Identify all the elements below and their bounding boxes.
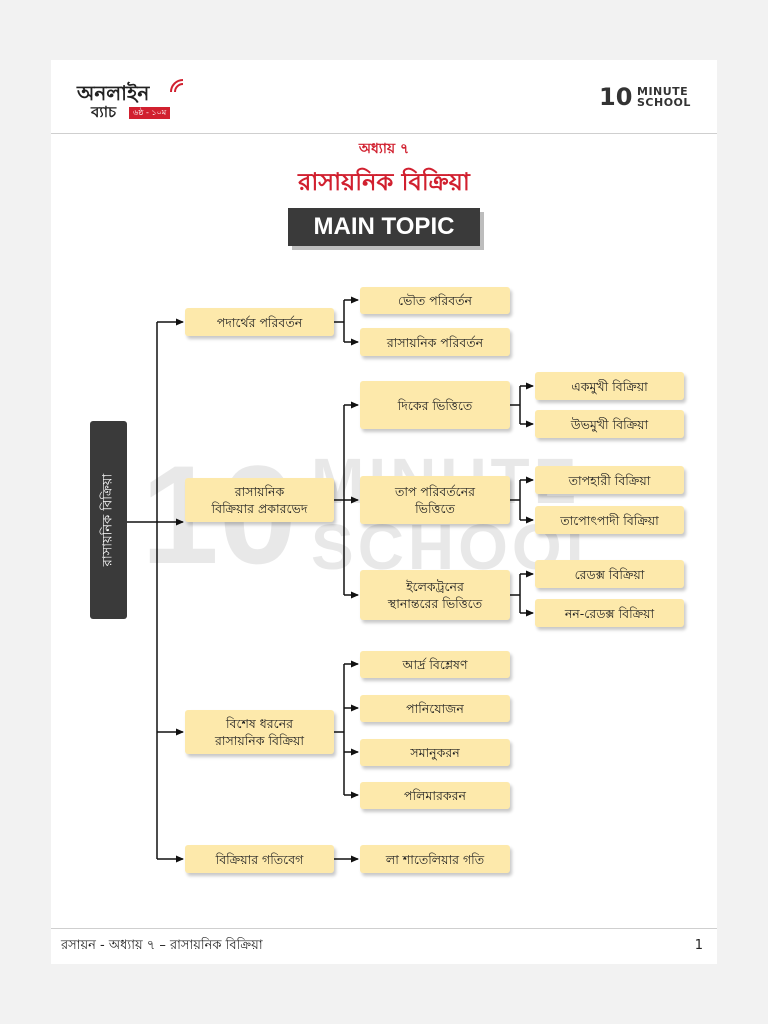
- node-physical-change: ভৌত পরিবর্তন: [360, 287, 510, 314]
- leaf-label: উভমুখী বিক্রিয়া: [570, 416, 649, 432]
- node-label: লা শাতেলিয়ার গতি: [385, 851, 485, 867]
- leaf-reversible-reaction: উভমুখী বিক্রিয়া: [535, 410, 684, 438]
- branch-reaction-types: রাসায়নিক বিক্রিয়ার প্রকারভেদ: [185, 478, 334, 522]
- leaf-label: তাপহারী বিক্রিয়া: [568, 472, 651, 488]
- chapter-label: অধ্যায় ৭: [358, 141, 410, 157]
- leaf-label: রেডক্স বিক্রিয়া: [574, 566, 645, 582]
- logo-line1: অনলাইন: [77, 81, 150, 105]
- footer-divider: [51, 928, 717, 929]
- node-label: আর্দ্র বিশ্লেষণ: [402, 657, 468, 672]
- node-by-direction: দিকের ভিত্তিতে: [360, 381, 510, 429]
- ten-minute-school-logo: 10 MINUTE SCHOOL: [599, 84, 691, 112]
- leaf-endothermic-reaction: তাপহারী বিক্রিয়া: [535, 466, 684, 494]
- document-page: অনলাইন ব্যাচ ৬ষ্ঠ - ১০ম 10 MINUTE SCHOOL…: [51, 60, 717, 964]
- branch-label-line2: রাসায়নিক বিক্রিয়া: [214, 733, 305, 748]
- branch-reaction-rate: বিক্রিয়ার গতিবেগ: [185, 845, 334, 873]
- node-hydration: পানিযোজন: [360, 695, 510, 722]
- node-label-line2: স্থানান্তরের ভিত্তিতে: [387, 596, 483, 611]
- branch-label-line1: রাসায়নিক: [234, 484, 285, 499]
- leaf-label: একমুখী বিক্রিয়া: [571, 378, 648, 394]
- node-by-heat-change: তাপ পরিবর্তনের ভিত্তিতে: [360, 476, 510, 524]
- node-label: সমানুকরন: [410, 745, 460, 760]
- node-label: ভৌত পরিবর্তন: [397, 293, 473, 308]
- leaf-exothermic-reaction: তাপোৎপাদী বিক্রিয়া: [535, 506, 684, 534]
- tree-connectors: [127, 296, 534, 863]
- main-topic-banner: MAIN TOPIC: [288, 208, 480, 246]
- node-label: পলিমারকরন: [404, 788, 466, 803]
- leaf-one-way-reaction: একমুখী বিক্রিয়া: [535, 372, 684, 400]
- online-batch-logo: অনলাইন ব্যাচ ৬ষ্ঠ - ১০ম: [77, 79, 187, 122]
- node-label: রাসায়নিক পরিবর্তন: [386, 334, 484, 350]
- leaf-redox-reaction: রেডক্স বিক্রিয়া: [535, 560, 684, 588]
- leaf-label: তাপোৎপাদী বিক্রিয়া: [560, 512, 659, 528]
- logo-school: SCHOOL: [637, 96, 691, 109]
- leaf-non-redox-reaction: নন-রেডক্স বিক্রিয়া: [535, 599, 684, 627]
- logo-line2: ব্যাচ: [91, 103, 117, 121]
- node-by-electron-transfer: ইলেকট্রনের স্থানান্তরের ভিত্তিতে: [360, 570, 510, 620]
- header-divider: [51, 133, 717, 134]
- node-hydrolysis: আর্দ্র বিশ্লেষণ: [360, 651, 510, 678]
- page-number: 1: [694, 938, 703, 953]
- logo-minute: MINUTE: [637, 85, 689, 98]
- node-label: দিকের ভিত্তিতে: [397, 397, 473, 413]
- logo-badge: ৬ষ্ঠ - ১০ম: [129, 107, 171, 119]
- node-label-line1: তাপ পরিবর্তনের: [394, 484, 476, 499]
- branch-label: পদার্থের পরিবর্তন: [216, 314, 303, 330]
- branch-label-line2: বিক্রিয়ার প্রকারভেদ: [211, 501, 308, 516]
- page-title: রাসায়নিক বিক্রিয়া: [298, 168, 470, 196]
- root-node: রাসায়নিক বিক্রিয়া: [90, 421, 127, 619]
- leaf-label: নন-রেডক্স বিক্রিয়া: [564, 605, 655, 621]
- branch-label-line1: বিশেষ ধরনের: [225, 716, 294, 731]
- node-polymerization: পলিমারকরন: [360, 782, 510, 809]
- root-label: রাসায়নিক বিক্রিয়া: [100, 473, 115, 567]
- node-label-line2: ভিত্তিতে: [415, 501, 455, 516]
- node-label-line1: ইলেকট্রনের: [406, 579, 464, 594]
- signal-icon: [170, 79, 184, 93]
- logo-ten: 10: [599, 83, 633, 111]
- node-isomerization: সমানুকরন: [360, 739, 510, 766]
- node-le-chatelier: লা শাতেলিয়ার গতি: [360, 845, 510, 873]
- branch-label: বিক্রিয়ার গতিবেগ: [215, 851, 304, 867]
- node-chemical-change: রাসায়নিক পরিবর্তন: [360, 328, 510, 356]
- branch-physical-chemical-change: পদার্থের পরিবর্তন: [185, 308, 334, 336]
- footer-text: রসায়ন - অধ্যায় ৭ – রাসায়নিক বিক্রিয়া: [61, 938, 263, 953]
- branch-special-reactions: বিশেষ ধরনের রাসায়নিক বিক্রিয়া: [185, 710, 334, 754]
- node-label: পানিযোজন: [406, 701, 464, 716]
